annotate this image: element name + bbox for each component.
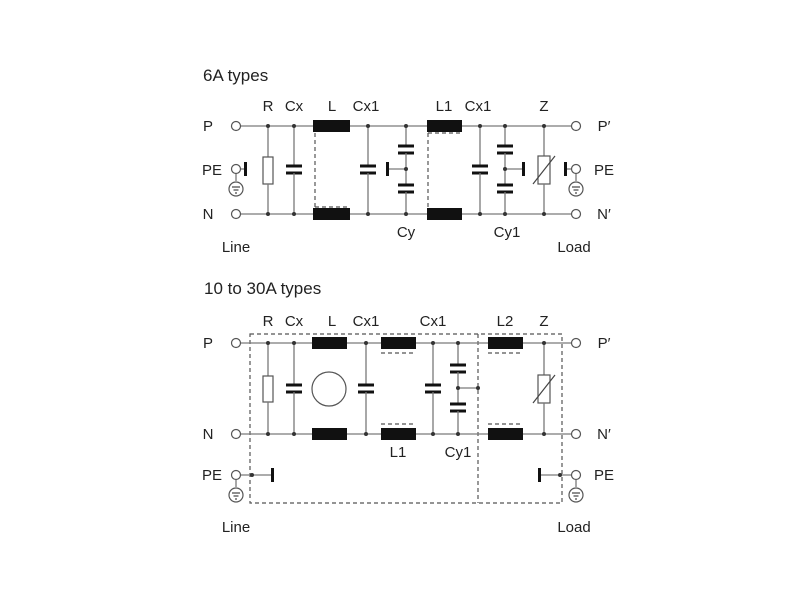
varistor-z bbox=[532, 341, 556, 436]
header-cx: Cx bbox=[285, 98, 304, 115]
terminal-label-p-prime: P′ bbox=[598, 335, 611, 352]
terminal-p bbox=[230, 337, 242, 349]
pe-bar bbox=[386, 162, 389, 176]
header-cx1-b: Cx1 bbox=[420, 313, 447, 330]
capacitor-cx1-a bbox=[358, 341, 374, 436]
six-amp-circuit: 6A types R Cx L Cx1 L1 Cx1 Z P PE N P′ P… bbox=[202, 66, 614, 256]
inductor-l1 bbox=[381, 337, 416, 440]
terminal-label-pe-right: PE bbox=[594, 467, 614, 484]
terminal-label-n-prime: N′ bbox=[597, 206, 611, 223]
pe-right-ground bbox=[564, 162, 584, 197]
varistor-z bbox=[532, 124, 556, 216]
l1-label: L1 bbox=[390, 444, 407, 461]
cy1-label: Cy1 bbox=[494, 224, 521, 241]
terminal-label-p-prime: P′ bbox=[598, 118, 611, 135]
header-z: Z bbox=[539, 313, 548, 330]
inductor-l bbox=[311, 337, 347, 440]
header-l: L bbox=[328, 98, 336, 115]
pe-bar bbox=[522, 162, 525, 176]
inductor-l1 bbox=[427, 120, 462, 220]
terminal-p-prime bbox=[570, 337, 582, 349]
ten-to-thirty-amp-title: 10 to 30A types bbox=[204, 279, 321, 298]
terminal-label-n: N bbox=[203, 426, 214, 443]
cy1-label: Cy1 bbox=[445, 444, 472, 461]
terminal-n-prime bbox=[570, 428, 582, 440]
terminal-label-p: P bbox=[203, 335, 213, 352]
header-r: R bbox=[263, 98, 274, 115]
terminal-p bbox=[230, 120, 242, 132]
load-label: Load bbox=[557, 239, 590, 256]
shield-enclosure bbox=[249, 333, 563, 504]
terminal-pe-left bbox=[230, 469, 242, 481]
terminal-n bbox=[230, 208, 242, 220]
terminal-label-pe-right: PE bbox=[594, 162, 614, 179]
six-amp-title: 6A types bbox=[203, 66, 268, 85]
header-cx: Cx bbox=[285, 313, 304, 330]
capacitor-cy1 bbox=[497, 124, 525, 216]
terminal-label-pe: PE bbox=[202, 467, 222, 484]
line-label: Line bbox=[222, 239, 250, 256]
cy-label: Cy bbox=[397, 224, 416, 241]
earth-icon bbox=[568, 181, 584, 197]
header-l2: L2 bbox=[497, 313, 514, 330]
pe-bar bbox=[271, 468, 274, 482]
capacitor-cx1-b bbox=[425, 341, 441, 436]
capacitor-cy1 bbox=[450, 341, 480, 436]
terminal-label-n: N bbox=[203, 206, 214, 223]
terminal-n bbox=[230, 428, 242, 440]
capacitor-cx bbox=[286, 341, 302, 436]
terminal-label-n-prime: N′ bbox=[597, 426, 611, 443]
capacitor-cx bbox=[286, 124, 302, 216]
terminal-label-p: P bbox=[203, 118, 213, 135]
pe-left-ground bbox=[228, 162, 247, 197]
capacitor-cx1-a bbox=[360, 124, 376, 216]
load-label: Load bbox=[557, 519, 590, 536]
ten-to-thirty-amp-circuit: 10 to 30A types R Cx L Cx1 Cx1 L2 Z P N … bbox=[202, 279, 614, 536]
pe-right-ground bbox=[568, 480, 584, 503]
earth-icon bbox=[568, 487, 584, 503]
header-cx1-a: Cx1 bbox=[353, 313, 380, 330]
pe-bar bbox=[538, 468, 541, 482]
header-z: Z bbox=[539, 98, 548, 115]
resistor-r bbox=[262, 341, 274, 436]
choke-core bbox=[311, 371, 347, 407]
resistor-r bbox=[262, 124, 274, 216]
terminal-pe-left bbox=[230, 163, 242, 175]
header-r: R bbox=[263, 313, 274, 330]
earth-icon bbox=[228, 487, 244, 503]
inductor-l2 bbox=[488, 337, 523, 440]
header-cx1-a: Cx1 bbox=[353, 98, 380, 115]
terminal-pe-right bbox=[570, 469, 582, 481]
earth-icon bbox=[228, 181, 244, 197]
header-l1: L1 bbox=[436, 98, 453, 115]
line-label: Line bbox=[222, 519, 250, 536]
header-cx1-b: Cx1 bbox=[465, 98, 492, 115]
terminal-n-prime bbox=[570, 208, 582, 220]
capacitor-cy bbox=[386, 124, 414, 216]
header-l: L bbox=[328, 313, 336, 330]
terminal-label-pe: PE bbox=[202, 162, 222, 179]
inductor-l bbox=[313, 120, 350, 220]
terminal-pe-right bbox=[570, 163, 582, 175]
capacitor-cx1-b bbox=[472, 124, 488, 216]
terminal-p-prime bbox=[570, 120, 582, 132]
pe-left-ground bbox=[228, 480, 244, 503]
